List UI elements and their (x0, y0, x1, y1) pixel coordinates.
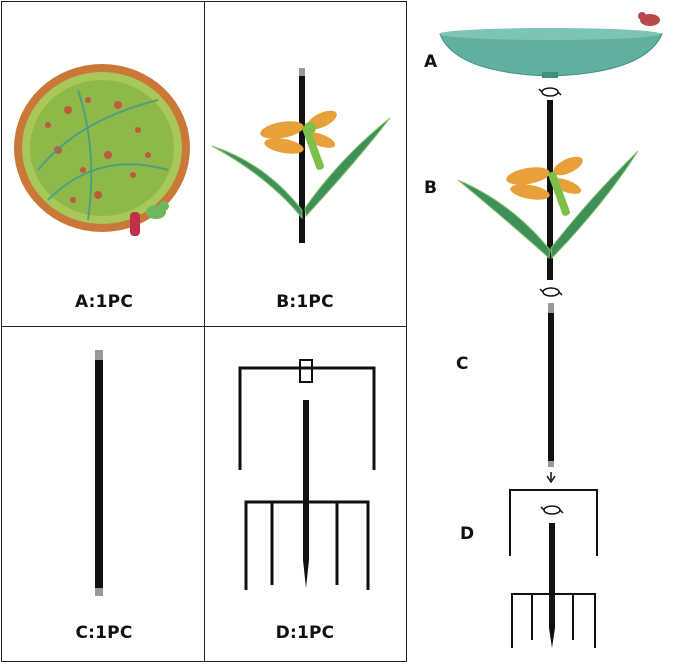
part-c-caption: C:1PC (4, 623, 204, 643)
assembly-bird-icon (638, 12, 660, 26)
part-b-caption: B:1PC (205, 292, 405, 312)
ground-stake-part (232, 360, 382, 610)
assembly-diagram (440, 8, 675, 658)
twist-arrow-icon (541, 506, 563, 514)
dragonfly-pole-part (210, 68, 400, 248)
twist-arrow-icon (539, 88, 561, 96)
twist-arrow-icon (540, 288, 562, 296)
assembly-label-a: A (424, 52, 437, 72)
part-d-caption: D:1PC (205, 623, 405, 643)
extension-rod-part (90, 350, 110, 600)
grid-divider-vertical (204, 1, 205, 662)
part-a-caption: A:1PC (4, 292, 204, 312)
assembly-dragonfly-icon (505, 153, 586, 217)
assembly-label-b: B (424, 178, 437, 198)
birdbath-bowl-top-view (8, 60, 198, 240)
assembly-bowl (439, 12, 662, 78)
grid-divider-horizontal (1, 326, 407, 327)
